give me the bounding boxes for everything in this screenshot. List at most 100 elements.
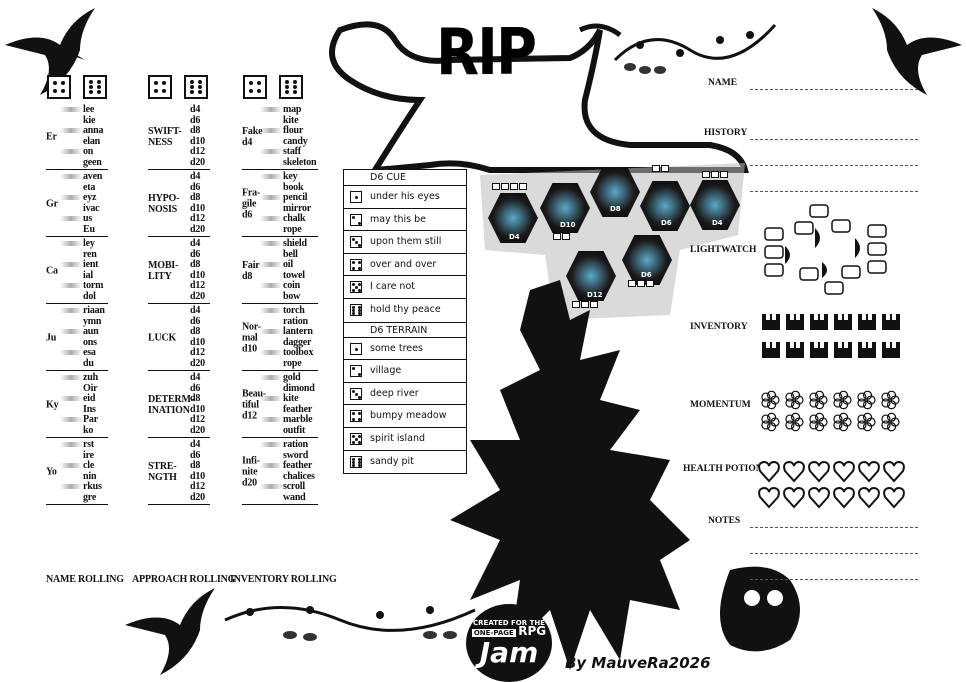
roll-value-text: d12 <box>190 280 205 291</box>
flower-icon[interactable] <box>857 412 876 432</box>
roll-value-text: elan <box>83 135 100 147</box>
cue-row-text: spirit island <box>370 432 426 444</box>
heart-icon[interactable] <box>758 460 780 483</box>
roll-value: bow <box>260 291 318 303</box>
heart-icon[interactable] <box>833 486 855 509</box>
roll-value-text: d12 <box>190 414 205 425</box>
roll-group-label-line: STRE- <box>148 461 177 472</box>
roll-value: d12 <box>190 213 210 225</box>
roll-value-text: on <box>83 146 94 157</box>
name-label: NAME <box>708 78 738 88</box>
lightwatch-label: LIGHTWATCH <box>690 245 757 255</box>
die-face-icon <box>350 303 362 316</box>
roll-value: Ins <box>60 404 108 416</box>
roll-group-label: Er <box>46 132 57 143</box>
roll-value-text: d6 <box>190 248 201 260</box>
heart-icon[interactable] <box>783 486 805 509</box>
lightwatch-tracker[interactable] <box>760 200 895 300</box>
cue-row: hold thy peace <box>344 299 466 322</box>
roll-value: on <box>60 146 108 158</box>
flower-icon[interactable] <box>833 390 852 410</box>
roll-value-text: eid <box>83 393 96 404</box>
roll-value-text: ley <box>83 238 95 249</box>
roll-group-label: MOBI-LITY <box>148 260 178 282</box>
smudge-mark <box>60 417 82 423</box>
flower-icon[interactable] <box>761 390 780 410</box>
flower-icon[interactable] <box>881 412 900 432</box>
heart-icon[interactable] <box>833 460 855 483</box>
heart-icon[interactable] <box>883 460 905 483</box>
smudge-mark <box>260 463 282 469</box>
roll-value: chalk <box>260 213 318 225</box>
roll-value: d10 <box>190 471 210 483</box>
roll-group-label-line: d12 <box>242 410 257 422</box>
roll-group-label-line: HYPO- <box>148 193 180 204</box>
roll-value-text: marble <box>283 414 313 425</box>
flower-icon[interactable] <box>809 412 828 432</box>
dice-header-inventory <box>243 75 303 99</box>
heart-icon[interactable] <box>808 486 830 509</box>
roll-value-text: d6 <box>190 382 201 394</box>
roll-value: ire <box>60 450 108 462</box>
name-line[interactable] <box>750 89 918 90</box>
flower-icon[interactable] <box>761 412 780 432</box>
roll-group-label-line: Yo <box>46 466 57 478</box>
history-line-1[interactable] <box>750 139 918 140</box>
inventory-slots[interactable] <box>760 312 905 362</box>
roll-value-text: d6 <box>190 181 201 193</box>
smudge-mark <box>260 417 282 423</box>
flower-icon[interactable] <box>857 390 876 410</box>
flower-icon[interactable] <box>881 390 900 410</box>
die-icon <box>83 75 107 99</box>
roll-group-label-line: d4 <box>242 137 253 148</box>
roll-group-label-line: Er <box>46 131 57 143</box>
cue-row: sandy pit <box>344 451 466 474</box>
cue-row: under his eyes <box>344 186 466 209</box>
heart-icon[interactable] <box>858 486 880 509</box>
roll-value: d12 <box>190 414 210 426</box>
roll-value: d8 <box>190 326 210 338</box>
die-boxes <box>492 183 527 190</box>
momentum-tracker[interactable] <box>758 388 906 436</box>
flower-icon[interactable] <box>785 390 804 410</box>
roll-value: d6 <box>190 248 210 261</box>
smudge-mark <box>60 484 82 490</box>
heart-icon[interactable] <box>883 486 905 509</box>
cue-row: deep river <box>344 383 466 406</box>
roll-value-text: aun <box>83 326 99 337</box>
notes-line-3[interactable] <box>750 579 918 580</box>
flower-icon[interactable] <box>833 412 852 432</box>
flower-icon[interactable] <box>785 412 804 432</box>
roll-value: d4 <box>190 439 210 451</box>
roll-value-text: d4 <box>190 171 201 182</box>
smudge-mark <box>260 107 282 113</box>
roll-value: riaan <box>60 305 108 317</box>
roll-value: ivac <box>60 203 108 215</box>
heart-icon[interactable] <box>808 460 830 483</box>
roll-value-text: d10 <box>190 336 205 348</box>
heart-icon[interactable] <box>858 460 880 483</box>
cue-row-text: some trees <box>370 342 423 354</box>
heart-icon[interactable] <box>758 486 780 509</box>
roll-value-text: ration <box>283 439 308 450</box>
flower-icon[interactable] <box>809 390 828 410</box>
notes-line-1[interactable] <box>750 527 918 528</box>
jam-line3: Jam <box>479 636 539 669</box>
roll-value: us <box>60 213 108 225</box>
heart-icon[interactable] <box>783 460 805 483</box>
smudge-mark <box>260 174 282 180</box>
health-hearts[interactable] <box>756 458 908 510</box>
notes-line-2[interactable] <box>750 553 918 554</box>
roll-value-text: gold <box>283 372 301 383</box>
roll-value: d4 <box>190 372 210 384</box>
roll-value: key <box>260 171 318 183</box>
history-line-3[interactable] <box>750 191 918 192</box>
smudge-mark <box>60 128 82 134</box>
history-line-2[interactable] <box>750 165 918 166</box>
roll-value-text: d4 <box>190 372 201 383</box>
